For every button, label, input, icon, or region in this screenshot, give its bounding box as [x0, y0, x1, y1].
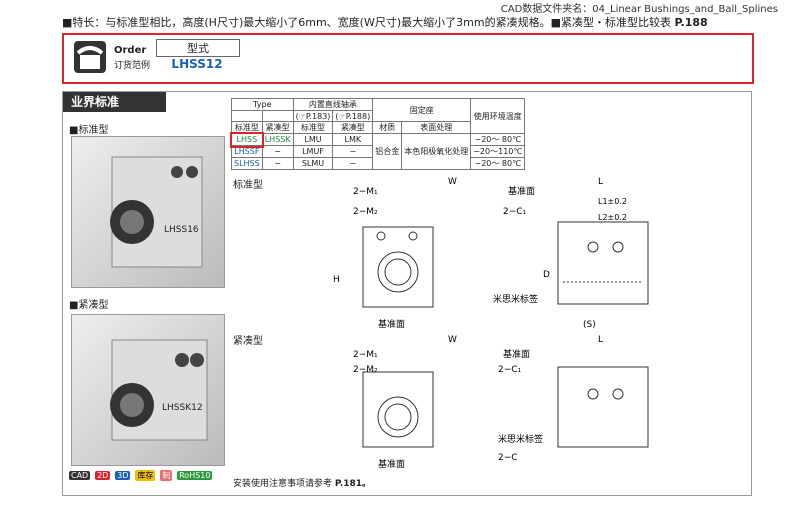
material-value: 铝合金 — [372, 133, 403, 170]
row2-std[interactable]: LHSSF — [231, 145, 263, 158]
std-M2: 2−M₂ — [353, 207, 378, 217]
order-type-value: LHSS12 — [171, 57, 223, 71]
std-tag: 米思米标签 — [493, 293, 538, 305]
row1-temp: −20〜 80℃ — [470, 133, 526, 146]
th-ref1[interactable]: (☞P.183) — [292, 110, 334, 122]
std-L1: L1±0.2 — [598, 197, 627, 206]
stock-badge: 库存 — [135, 470, 156, 481]
row3-cmp: − — [261, 157, 294, 170]
std-W: W — [448, 177, 457, 187]
rohs-badge: RoHS10 — [177, 471, 213, 480]
std-type-label: ■标准型 — [69, 125, 109, 136]
std-H: H — [333, 275, 340, 285]
row2-cmp: − — [261, 145, 294, 158]
compact-drawing-title: 紧凑型 — [233, 336, 263, 347]
compact-type-label: ■紧凑型 — [69, 300, 109, 311]
order-label: Order — [114, 45, 147, 56]
install-note-text: 安装使用注意事项请参考 — [233, 479, 333, 489]
row2-b-cmp: − — [332, 145, 374, 158]
row1-std[interactable]: LHSS — [229, 131, 265, 148]
th-cmp: 紧凑型 — [261, 121, 294, 134]
row1-cmp[interactable]: LHSSK — [261, 133, 294, 146]
std-ref-bottom: 基准面 — [378, 318, 405, 330]
phone-icon — [74, 41, 106, 73]
std-M1: 2−M₁ — [353, 187, 378, 197]
std-drawing-title: 标准型 — [233, 180, 263, 191]
th-type: Type — [231, 98, 294, 111]
std-S: (S) — [583, 320, 596, 330]
row3-temp: −20〜 80℃ — [470, 157, 526, 170]
th-b-std: 标准型 — [292, 121, 334, 134]
std-C1: 2−C₁ — [503, 207, 527, 217]
std-ref-top: 基准面 — [508, 185, 535, 197]
main-panel: 业界标准 ■标准型 LHSS16 ■紧凑型 LHSSK12 CAD 2D 3D … — [62, 91, 752, 496]
cad-2d-badge: 2D — [95, 471, 111, 480]
row3-b-cmp: − — [332, 157, 374, 170]
make-badge: 制 — [160, 470, 173, 481]
feature-page-ref[interactable]: P.188 — [674, 16, 708, 29]
cmp-W: W — [448, 335, 457, 345]
th-fixed: 固定座 — [372, 98, 472, 122]
feature-desc: ■特长：与标准型相比，高度(H尺寸)最大缩小了6mm、宽度(W尺寸)最大缩小了3… — [62, 16, 671, 29]
th-surface: 表面处理 — [401, 121, 472, 134]
compact-product-photo: LHSSK12 — [71, 314, 225, 466]
cmp-ref: 基准面 — [503, 348, 530, 360]
row3-b-std: SLMU — [292, 157, 334, 170]
cad-3d-badge: 3D — [115, 471, 131, 480]
cmp-C1: 2−C₁ — [498, 365, 522, 375]
th-material: 材质 — [372, 121, 403, 134]
row1-b-cmp: LMK — [332, 133, 374, 146]
compact-drawing: W L 2−M₁ 2−M₂ 基准面 2−C₁ 米思米标签 2−C 基准面 — [353, 335, 649, 470]
order-type-header: 型式 — [156, 39, 240, 57]
cmp-ref-bottom: 基准面 — [378, 458, 405, 470]
std-L: L — [598, 177, 603, 187]
row2-temp: −20〜110℃ — [470, 145, 526, 158]
install-note: 安装使用注意事项请参考 P.181。 — [233, 476, 371, 489]
std-D: D — [543, 270, 550, 280]
footer-badges: CAD 2D 3D 库存 制 RoHS10 — [69, 470, 214, 481]
row3-std[interactable]: SLHSS — [231, 157, 263, 170]
std-product-photo: LHSS16 — [71, 136, 225, 288]
cad-badge: CAD — [69, 471, 91, 480]
order-sub-label: 订货范例 — [114, 61, 151, 71]
cmp-M2: 2−M₂ — [353, 365, 378, 375]
th-ref2[interactable]: (☞P.188) — [332, 110, 374, 122]
cmp-C: 2−C — [498, 453, 518, 463]
row1-b-std: LMU — [292, 133, 334, 146]
std-photo-marking: LHSS16 — [164, 225, 199, 235]
th-b-cmp: 紧凑型 — [332, 121, 374, 134]
surface-value: 本色阳极氧化处理 — [401, 133, 472, 170]
spec-table: Type 内置直线轴承 固定座 使用环境温度 (☞P.183) (☞P.188)… — [229, 98, 526, 170]
feature-text: ■特长：与标准型相比，高度(H尺寸)最大缩小了6mm、宽度(W尺寸)最大缩小了3… — [62, 14, 708, 30]
cmp-M1: 2−M₁ — [353, 350, 378, 360]
std-drawing: W L 2−M₁ 2−M₂ 基准面 2−C₁ H D L1±0.2 L2±0.2… — [333, 177, 649, 330]
std-L2: L2±0.2 — [598, 213, 627, 222]
th-std-blank — [231, 110, 263, 122]
th-temp: 使用环境温度 — [470, 98, 526, 134]
cmp-tag: 米思米标签 — [498, 433, 543, 445]
cad-folder-text: CAD数据文件夹名：04_Linear Bushings_and_Ball_Sp… — [500, 4, 778, 15]
cmp-L: L — [598, 335, 603, 345]
order-example-box: Order 订货范例 型式 LHSS12 — [62, 33, 754, 84]
th-bearing: 内置直线轴承 — [292, 98, 374, 111]
th-std: 标准型 — [231, 121, 263, 134]
install-note-ref[interactable]: P.181。 — [334, 479, 372, 489]
compact-photo-marking: LHSSK12 — [162, 403, 203, 413]
th-cmp-blank — [261, 110, 294, 122]
row2-b-std: LMUF — [292, 145, 334, 158]
section-title: 业界标准 — [63, 92, 166, 112]
